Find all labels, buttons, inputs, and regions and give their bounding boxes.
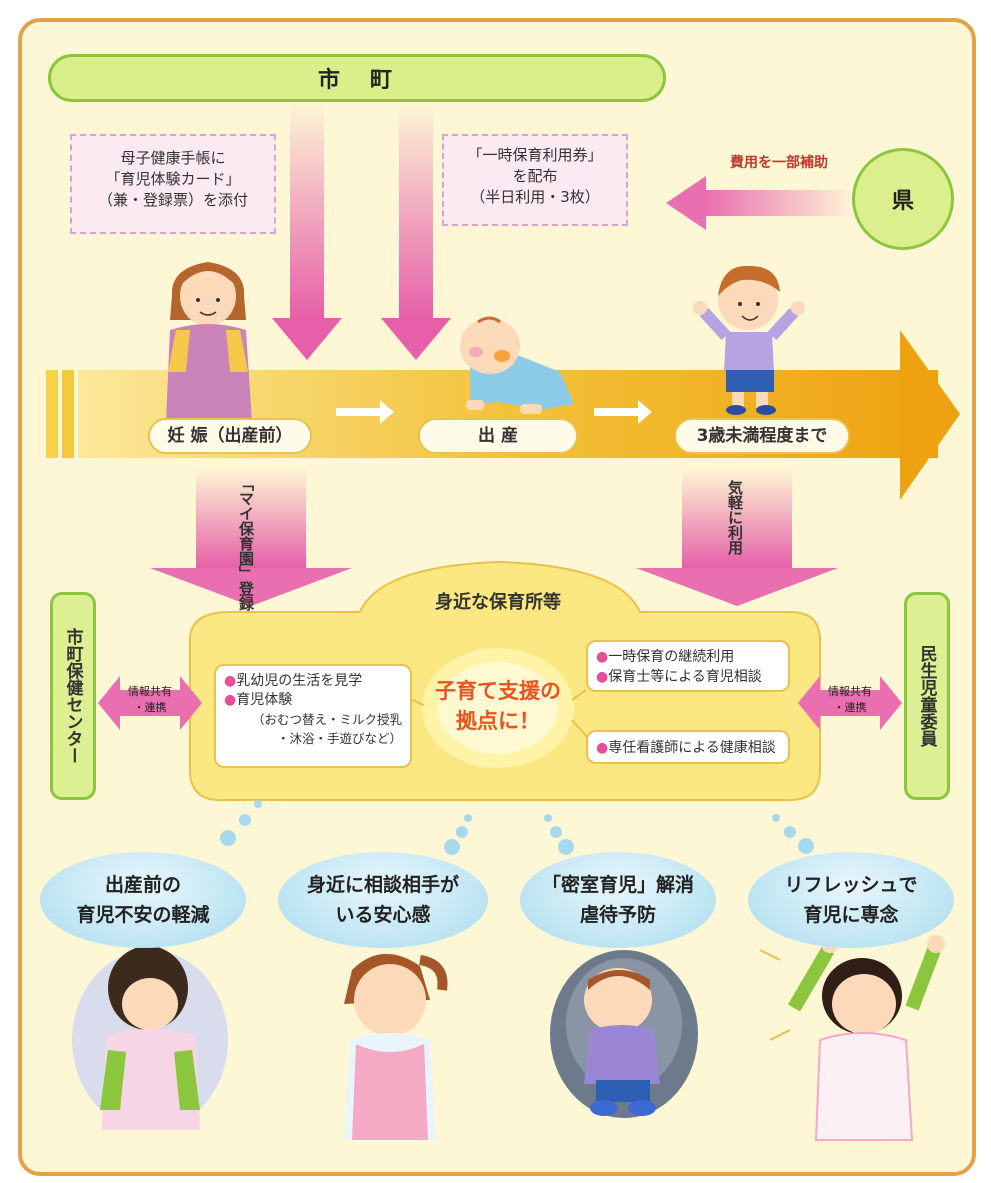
activities-right-box-top: ●一時保育の継続利用 ●保育士等による育児相談 bbox=[586, 640, 790, 692]
benefit-1-line-1: 出産前の bbox=[104, 874, 181, 896]
bullet-icon: ● bbox=[224, 673, 237, 689]
benefit-4-line-1: リフレッシュで bbox=[784, 874, 918, 896]
activity-detail-1: （おむつ替え・ミルク授乳 bbox=[251, 712, 402, 727]
activity-consult-label: 保育士等による育児相談 bbox=[608, 669, 762, 685]
register-arrow bbox=[150, 468, 352, 606]
note-right-line-3: （半日利用・3枚） bbox=[470, 188, 600, 206]
benefit-4-line-2: 育児に専念 bbox=[803, 904, 899, 926]
welfare-commissioner-pill: 民生児童委員 bbox=[904, 592, 950, 800]
stage-pregnancy: 妊 娠（出産前） bbox=[148, 418, 312, 454]
bullet-icon: ● bbox=[224, 692, 237, 708]
note-right-line-1: 「一時保育利用券」 bbox=[467, 146, 603, 164]
maternal-handbook-note: 母子健康手帳に 「育児体験カード」 （兼・登録票）を添付 bbox=[70, 134, 276, 234]
info-share-right-line-1: 情報共有 bbox=[828, 685, 872, 698]
health-center-label: 市町保健センター bbox=[62, 628, 83, 764]
note-left-line-3: （兼・登録票）を添付 bbox=[97, 191, 248, 209]
stage-birth: 出 産 bbox=[418, 418, 578, 454]
benefit-bubble-1: 出産前の 育児不安の軽減 bbox=[40, 852, 246, 948]
benefit-3-line-1: 「密室育児」解消 bbox=[541, 874, 694, 896]
activity-experience: ●育児体験 bbox=[224, 691, 402, 710]
stage-toddler: 3歳未満程度まで bbox=[674, 418, 850, 454]
info-share-arrow-right bbox=[798, 676, 902, 730]
city-label: 市 町 bbox=[317, 68, 396, 93]
note-right-line-2: を配布 bbox=[512, 167, 558, 185]
activities-left-box: ●乳幼児の生活を見学 ●育児体験 （おむつ替え・ミルク授乳 ・沐浴・手遊びなど） bbox=[214, 664, 412, 768]
hub-text: 子育て支援の 拠点に！ bbox=[424, 676, 572, 736]
activity-temp-care-label: 一時保育の継続利用 bbox=[608, 649, 735, 665]
hub-circle bbox=[411, 648, 589, 768]
bullet-icon: ● bbox=[596, 740, 609, 756]
note-left-line-2: 「育児体験カード」 bbox=[105, 170, 241, 188]
worried-mother-illustration bbox=[72, 946, 228, 1130]
bullet-icon: ● bbox=[596, 649, 609, 665]
thinking-woman-illustration bbox=[341, 904, 448, 1140]
benefit-2-line-2: いる安心感 bbox=[335, 904, 431, 926]
benefit-bubble-4: リフレッシュで 育児に専念 bbox=[748, 852, 954, 948]
easy-use-arrow bbox=[636, 468, 838, 606]
activity-health: ●専任看護師による健康相談 bbox=[596, 738, 780, 758]
thought-puffs bbox=[220, 800, 814, 855]
activity-detail-2: ・沐浴・手遊びなど） bbox=[276, 731, 402, 746]
city-bar: 市 町 bbox=[48, 54, 666, 102]
easy-use-label: 気軽に利用 bbox=[726, 480, 744, 555]
activity-health-label: 専任看護師による健康相談 bbox=[608, 740, 776, 756]
prefecture-circle: 県 bbox=[852, 148, 954, 250]
benefit-2-line-1: 身近に相談相手が bbox=[306, 874, 459, 896]
crawling-baby-illustration bbox=[460, 316, 574, 414]
down-arrow-left bbox=[272, 100, 342, 360]
note-left-line-1: 母子健康手帳に bbox=[120, 149, 226, 167]
info-share-left-line-2: ・連携 bbox=[133, 701, 167, 714]
benefit-1-line-2: 育児不安の軽減 bbox=[76, 904, 210, 926]
health-center-pill: 市町保健センター bbox=[50, 592, 96, 800]
activity-observe: ●乳幼児の生活を見学 bbox=[224, 672, 402, 691]
info-share-left-line-1: 情報共有 bbox=[128, 685, 172, 698]
info-share-arrow-left bbox=[98, 676, 202, 730]
toddler-illustration bbox=[693, 265, 805, 415]
benefit-bubble-2: 身近に相談相手が いる安心感 bbox=[278, 852, 488, 948]
benefit-3-line-2: 虐待予防 bbox=[579, 904, 656, 926]
activity-temp-care: ●一時保育の継続利用 bbox=[596, 647, 780, 667]
hub-text-line-1: 子育て支援の bbox=[435, 679, 561, 703]
info-share-left-label: 情報共有 ・連携 bbox=[112, 684, 188, 716]
activity-observe-label: 乳幼児の生活を見学 bbox=[236, 673, 363, 689]
hub-text-line-2: 拠点に！ bbox=[456, 709, 540, 733]
voucher-note: 「一時保育利用券」 を配布 （半日利用・3枚） bbox=[442, 134, 628, 226]
subsidy-label: 費用を一部補助 bbox=[730, 155, 828, 171]
nursery-title: 身近な保育所等 bbox=[435, 592, 561, 613]
activity-experience-label: 育児体験 bbox=[236, 692, 293, 708]
info-share-right-label: 情報共有 ・連携 bbox=[812, 684, 888, 716]
bullet-icon: ● bbox=[596, 669, 609, 685]
prefecture-label: 県 bbox=[891, 189, 914, 214]
welfare-commissioner-label: 民生児童委員 bbox=[916, 645, 937, 747]
down-arrow-right bbox=[381, 100, 451, 360]
register-label: 「マイ保育園」登録 bbox=[237, 476, 255, 611]
stage-toddler-label: 3歳未満程度まで bbox=[696, 426, 828, 446]
pregnant-woman-illustration bbox=[166, 262, 252, 422]
benefit-bubble-3: 「密室育児」解消 虐待予防 bbox=[520, 852, 716, 948]
activity-consult: ●保育士等による育児相談 bbox=[596, 667, 780, 687]
happy-woman-illustration bbox=[759, 935, 945, 1141]
stage-birth-label: 出 産 bbox=[478, 426, 518, 446]
crying-child-illustration bbox=[550, 950, 698, 1118]
activities-right-box-bottom: ●専任看護師による健康相談 bbox=[586, 730, 790, 764]
stage-pregnancy-label: 妊 娠（出産前） bbox=[167, 426, 293, 446]
info-share-right-line-2: ・連携 bbox=[833, 701, 867, 714]
subsidy-arrow bbox=[666, 176, 856, 230]
